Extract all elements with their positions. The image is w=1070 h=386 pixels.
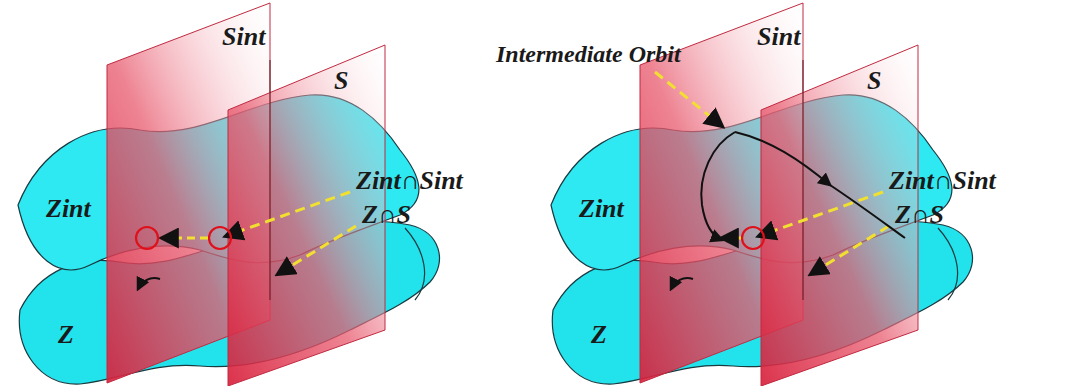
surface-label: Z∩S [895,202,944,228]
orbit-branch [735,132,830,185]
orbit-branch [701,132,735,240]
projected-point [136,227,158,249]
surface-label: Zint [46,196,91,222]
callout-label: Intermediate Orbit [496,42,681,66]
surface-label: Z∩S [362,202,411,228]
projection-line [162,237,208,240]
projection-line [722,237,741,240]
left-panel [18,3,440,386]
surface-label: Zint [579,196,624,222]
surface-label: Sint [222,24,265,50]
surface-label: Zint∩Sint [356,168,463,194]
surface-label: S [867,68,881,94]
surface-label: Z [58,322,74,348]
surface-label: Z [591,322,607,348]
surface-label: Sint [757,24,800,50]
leader-line [655,72,722,126]
surface-label: Zint∩Sint [889,168,996,194]
surface-label: S [334,68,348,94]
